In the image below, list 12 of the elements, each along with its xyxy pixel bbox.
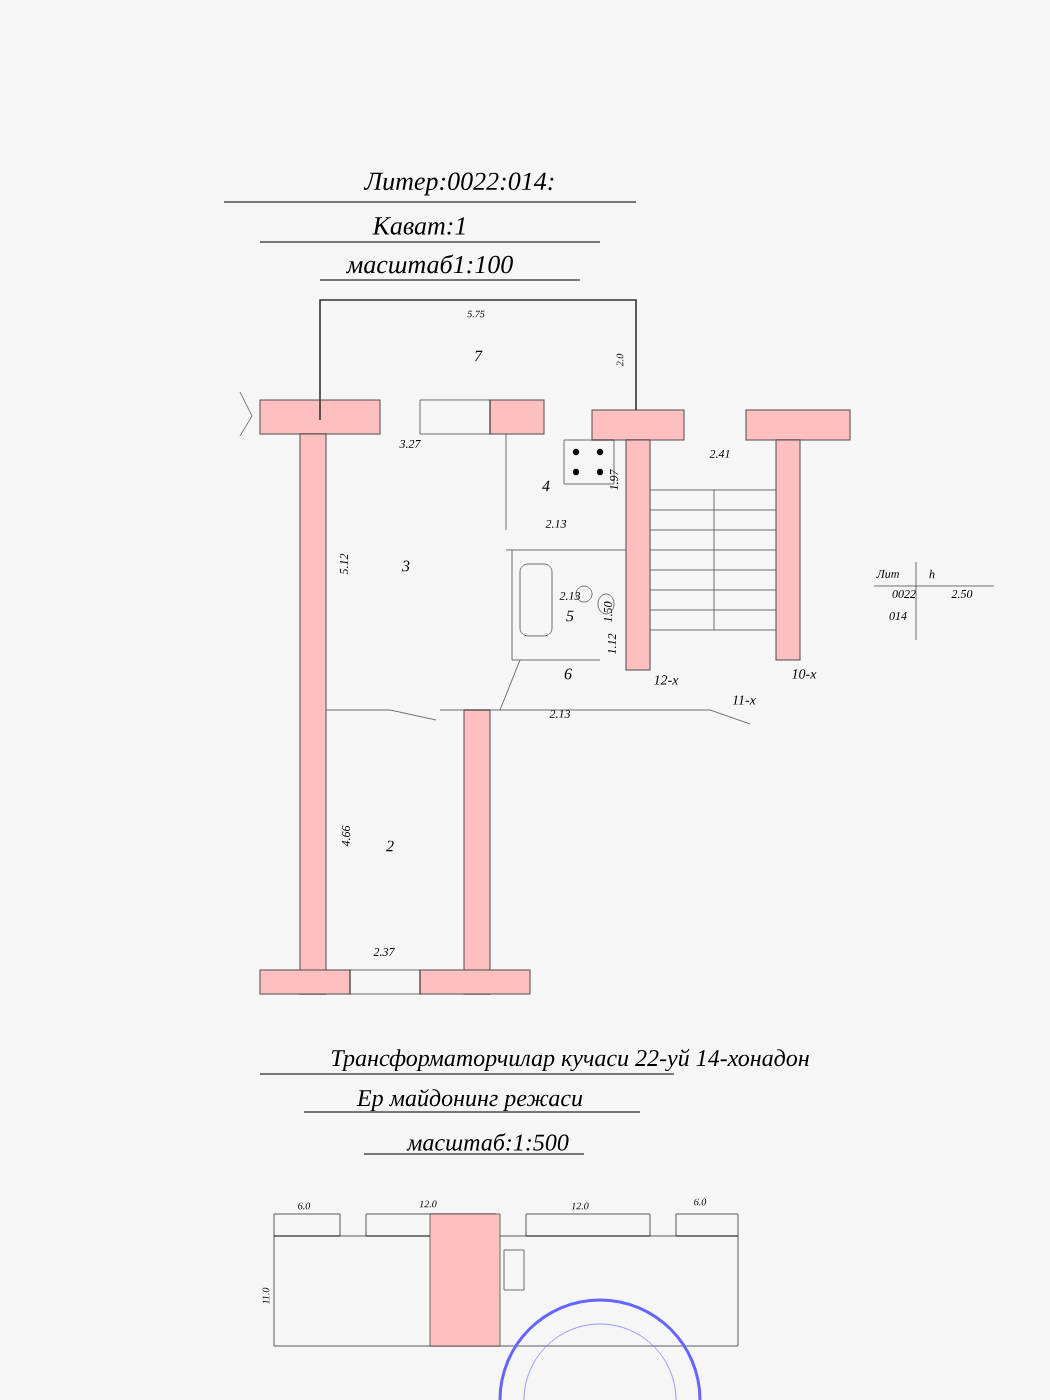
room-number: 5: [566, 610, 574, 622]
address-text: Трансформаторчилар кучаси 22-уй 14-хонадон: [331, 1048, 809, 1072]
heading-text: Кават:1: [372, 217, 465, 235]
address-text: Ер майдонинг режаси: [356, 1088, 583, 1112]
room-number: 3: [401, 560, 410, 572]
room-number: 6: [564, 668, 572, 680]
heading-text: масштаб1:100: [345, 254, 513, 274]
heading-text: Литер:0022:014:: [363, 172, 554, 196]
address-text: масштаб:1:500: [406, 1133, 569, 1151]
room-number: 4: [542, 480, 550, 492]
room-number: 7: [474, 350, 483, 362]
room-number: 2: [386, 840, 394, 852]
